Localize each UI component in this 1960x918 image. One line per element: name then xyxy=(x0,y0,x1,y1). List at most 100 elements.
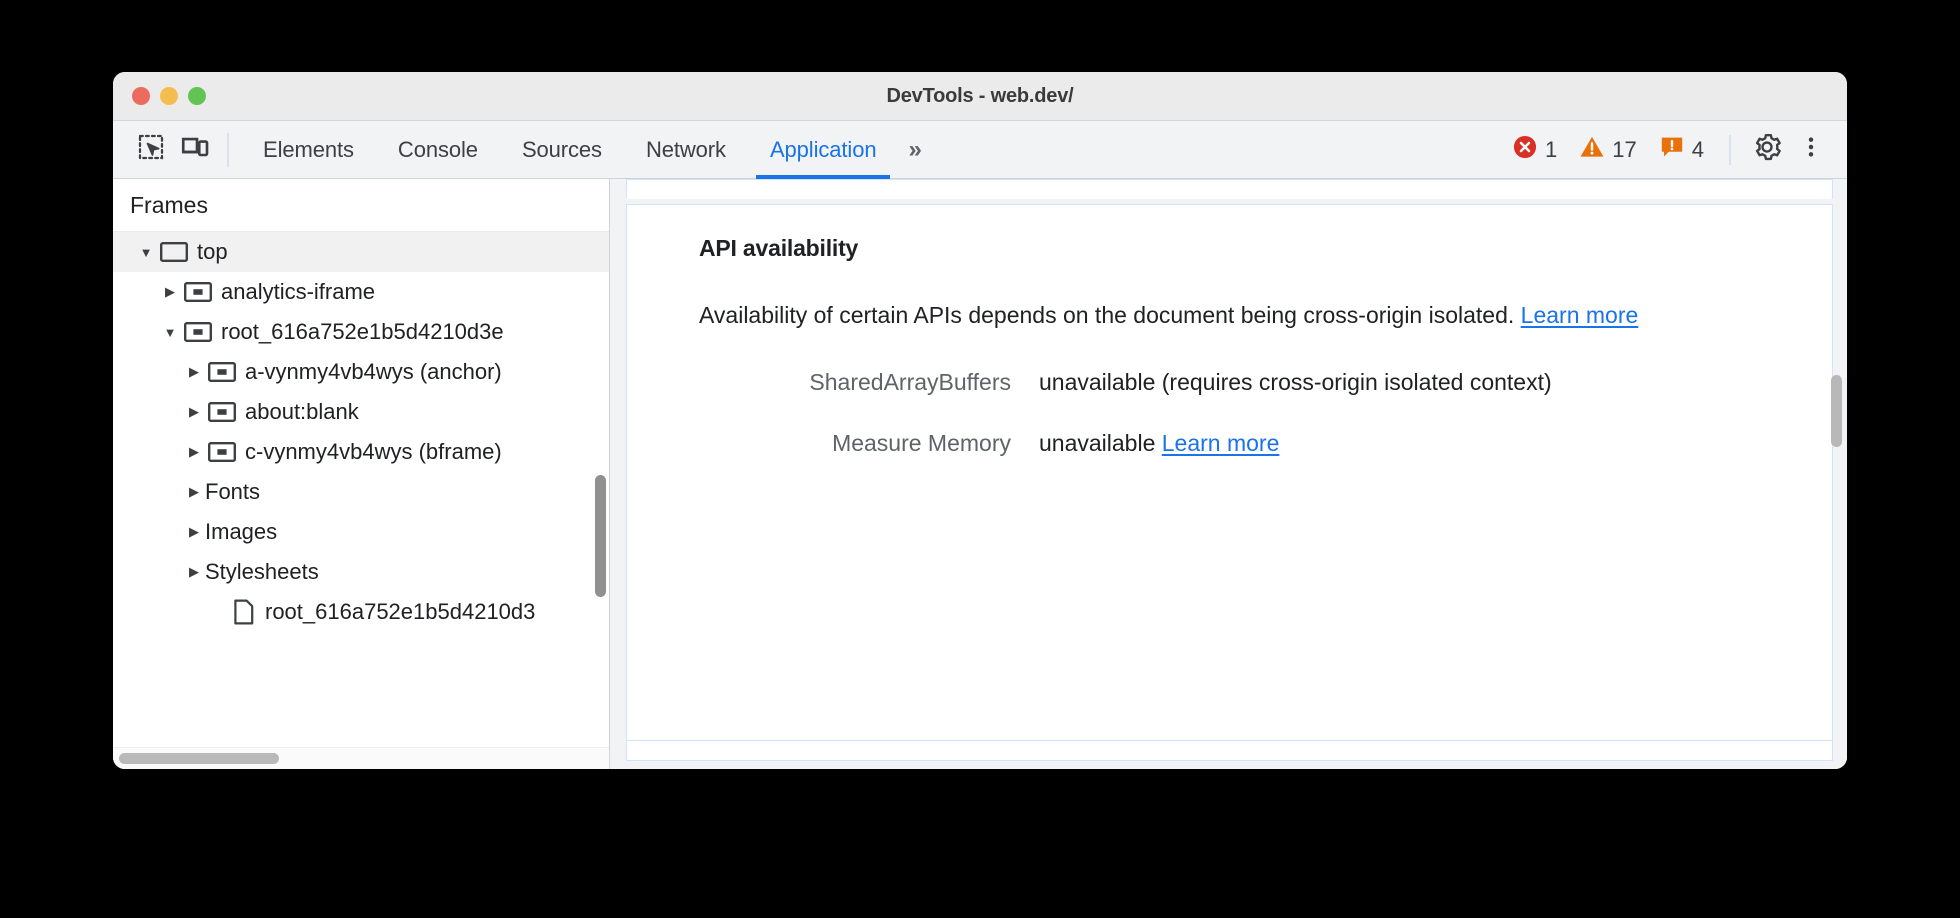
warning-icon xyxy=(1579,134,1605,165)
tab-elements[interactable]: Elements xyxy=(241,121,376,179)
chevron-right-icon[interactable]: ▶ xyxy=(189,564,199,579)
warning-counter[interactable]: 17 xyxy=(1568,130,1647,170)
paragraph-text: Availability of certain APIs depends on … xyxy=(699,302,1521,328)
tree-item-bframe[interactable]: ▶ c-vynmy4vb4wys (bframe) xyxy=(113,432,609,472)
tree-item-analytics-iframe[interactable]: ▶ analytics-iframe xyxy=(113,272,609,312)
row-key: Measure Memory xyxy=(832,430,1011,457)
tree-item-document[interactable]: ▶ root_616a752e1b5d4210d3 xyxy=(113,592,609,632)
sidebar-title: Frames xyxy=(113,179,609,232)
row-value-text: unavailable xyxy=(1039,430,1162,457)
chevron-right-icon[interactable]: ▶ xyxy=(189,404,199,419)
iframe-icon xyxy=(208,401,236,423)
tree-item-stylesheets[interactable]: ▶ Stylesheets xyxy=(113,552,609,592)
chevron-right-icon[interactable]: ▶ xyxy=(189,364,199,379)
tab-network[interactable]: Network xyxy=(624,121,748,179)
frames-tree: ▼ top ▶ xyxy=(113,232,609,769)
chevron-double-right-icon: » xyxy=(908,135,921,163)
shared-array-buffers-row: SharedArrayBuffers unavailable (requires… xyxy=(699,364,1832,401)
issue-counter[interactable]: 4 xyxy=(1648,130,1715,170)
issue-count: 4 xyxy=(1691,136,1704,162)
iframe-icon xyxy=(184,321,212,343)
tree-item-label: analytics-iframe xyxy=(221,279,376,304)
maximize-window-button[interactable] xyxy=(188,87,206,105)
tree-item-label: Stylesheets xyxy=(205,559,319,584)
tree-item-label: Images xyxy=(205,519,278,544)
tree-item-label: a-vynmy4vb4wys (anchor) xyxy=(245,359,502,384)
window-titlebar: DevTools - web.dev/ xyxy=(113,72,1847,121)
tree-item-label: root_616a752e1b5d4210d3e xyxy=(221,319,504,344)
chevron-down-icon[interactable]: ▼ xyxy=(163,324,177,340)
close-window-button[interactable] xyxy=(132,87,150,105)
devtools-body: Frames ▼ top ▶ xyxy=(113,179,1847,769)
devtools-window: DevTools - web.dev/ xyxy=(113,72,1847,769)
document-icon xyxy=(232,599,256,625)
iframe-icon xyxy=(208,441,236,463)
chevron-right-icon[interactable]: ▶ xyxy=(165,284,175,299)
tree-item-about-blank[interactable]: ▶ about:blank xyxy=(113,392,609,432)
learn-more-link-paragraph[interactable]: Learn more xyxy=(1520,302,1639,328)
iframe-icon xyxy=(184,281,212,303)
panel-card-above xyxy=(626,179,1833,199)
panel-tabs: Elements Console Sources Network Applica… xyxy=(241,121,933,179)
warning-count: 17 xyxy=(1612,136,1637,162)
error-counter[interactable]: 1 xyxy=(1501,130,1568,170)
error-icon xyxy=(1512,134,1538,165)
tree-item-label: c-vynmy4vb4wys (bframe) xyxy=(245,439,502,464)
tab-network-label: Network xyxy=(645,136,726,162)
tab-elements-label: Elements xyxy=(263,136,354,162)
tab-sources[interactable]: Sources xyxy=(500,121,624,179)
tree-item-fonts[interactable]: ▶ Fonts xyxy=(113,472,609,512)
more-vertical-icon xyxy=(1798,134,1824,165)
toolbar-divider-2 xyxy=(1729,134,1731,165)
devtools-toolbar: Elements Console Sources Network Applica… xyxy=(113,121,1847,179)
tree-item-anchor-frame[interactable]: ▶ a-vynmy4vb4wys (anchor) xyxy=(113,352,609,392)
toolbar-divider xyxy=(227,132,229,167)
section-title: API availability xyxy=(699,235,859,261)
chevron-right-icon[interactable]: ▶ xyxy=(189,444,199,459)
chevron-placeholder-icon: ▶ xyxy=(207,604,229,620)
chevron-down-icon[interactable]: ▼ xyxy=(139,244,153,260)
frames-sidebar: Frames ▼ top ▶ xyxy=(113,179,610,769)
tree-item-root-frame[interactable]: ▼ root_616a752e1b5d4210d3e xyxy=(113,312,609,352)
minimize-window-button[interactable] xyxy=(160,87,178,105)
iframe-icon xyxy=(208,361,236,383)
window-title: DevTools - web.dev/ xyxy=(886,84,1074,107)
tree-item-label: top xyxy=(197,239,228,264)
tree-item-images[interactable]: ▶ Images xyxy=(113,512,609,552)
learn-more-link-measure-memory[interactable]: Learn more xyxy=(1161,430,1280,457)
tree-item-top[interactable]: ▼ top xyxy=(113,232,609,272)
tab-sources-label: Sources xyxy=(521,136,602,162)
more-options-button[interactable] xyxy=(1789,130,1833,170)
frame-icon xyxy=(160,241,188,263)
row-value: unavailable (requires cross-origin isola… xyxy=(1039,369,1552,396)
tab-application[interactable]: Application xyxy=(748,121,899,179)
row-value: unavailable Learn more xyxy=(1039,425,1279,462)
inspect-element-icon xyxy=(136,132,166,167)
error-count: 1 xyxy=(1545,136,1558,162)
main-vertical-scrollbar[interactable] xyxy=(1831,375,1842,447)
inspect-element-button[interactable] xyxy=(129,130,173,170)
tab-console-label: Console xyxy=(397,136,478,162)
chevron-right-icon[interactable]: ▶ xyxy=(189,524,199,539)
application-main-panel: API availability Availability of certain… xyxy=(610,179,1847,769)
api-availability-card: API availability Availability of certain… xyxy=(626,204,1833,741)
chevron-right-icon[interactable]: ▶ xyxy=(189,484,199,499)
sidebar-vertical-scrollbar[interactable] xyxy=(595,475,606,597)
panel-card-below xyxy=(626,741,1833,761)
tree-item-label: root_616a752e1b5d4210d3 xyxy=(265,599,536,624)
sidebar-horizontal-scrollbar[interactable] xyxy=(119,753,279,764)
gear-icon xyxy=(1752,132,1782,167)
traffic-lights xyxy=(132,87,206,105)
more-tabs-button[interactable]: » xyxy=(898,121,932,179)
row-key: SharedArrayBuffers xyxy=(809,369,1011,396)
toggle-device-toolbar-button[interactable] xyxy=(173,130,217,170)
measure-memory-row: Measure Memory unavailable Learn more xyxy=(699,425,1832,462)
section-paragraph: Availability of certain APIs depends on … xyxy=(699,296,1659,334)
issue-icon xyxy=(1659,134,1685,165)
tree-item-label: Fonts xyxy=(205,479,261,504)
device-toolbar-icon xyxy=(180,132,210,167)
tab-console[interactable]: Console xyxy=(376,121,500,179)
tab-application-label: Application xyxy=(769,136,877,162)
issue-counters: 1 17 xyxy=(1501,130,1715,170)
settings-button[interactable] xyxy=(1745,130,1789,170)
